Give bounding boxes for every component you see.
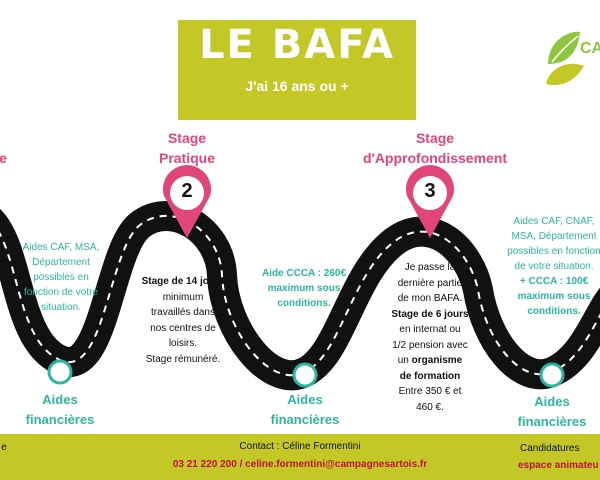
stage2-desc-line: nos centres de xyxy=(150,322,216,334)
stage3-desc-line: 1/2 pension avec xyxy=(392,339,468,351)
stage2-title-line2: Pratique xyxy=(158,150,215,166)
aides-marker-middle xyxy=(292,362,318,388)
aides-right-text: Aides CAF, CNAF, MSA, Département possib… xyxy=(500,214,600,319)
aides-right-line: de votre situation. xyxy=(514,261,594,272)
stage3-price: 460 €. xyxy=(416,401,444,413)
logo-text: CA xyxy=(580,40,600,57)
footer-left-partial: e xyxy=(1,442,7,453)
aides-right-bold: + CCCA : 100€ xyxy=(519,276,589,287)
aides-left-line: situation. xyxy=(40,302,82,313)
footer-espace-link[interactable]: espace animateu xyxy=(518,460,599,471)
logo: CA xyxy=(540,22,600,92)
aides-label-line2: financières xyxy=(25,412,95,427)
stage1-title-partial: e xyxy=(0,150,7,166)
page-subtitle: J'ai 16 ans ou + xyxy=(245,78,349,94)
stage3-title-line1: Stage xyxy=(415,130,455,146)
stage3-title: Stage d'Approfondissement xyxy=(360,128,510,168)
aides-label-line2: financières xyxy=(517,414,587,429)
stage3-desc-line: Je passe la xyxy=(404,262,456,273)
stage3-duration: Stage de 6 jours xyxy=(391,308,469,320)
stage3-price: Entre 350 € et xyxy=(398,386,462,397)
stage2-number: 2 xyxy=(181,180,193,202)
stage3-desc-word: un xyxy=(397,355,409,366)
stage2-desc-line: loisirs. xyxy=(168,338,198,349)
stage3-desc-line: dernière partie xyxy=(397,277,463,289)
stage3-desc-line: en internat ou xyxy=(399,324,461,335)
aides-mid-line: Aide CCCA : 260€ xyxy=(261,268,347,279)
stage2-desc-line: Stage rémunéré. xyxy=(145,353,221,365)
aides-label-line2: financières xyxy=(270,412,340,427)
aides-left-text: Aides CAF, MSA, Département possibles en… xyxy=(18,240,104,315)
stage3-pin-icon xyxy=(406,165,455,238)
aides-right-line: possibles en fonction xyxy=(507,246,600,257)
footer-contact: Contact : Céline Formentini xyxy=(239,441,361,452)
aides-right-line: Aides CAF, CNAF, xyxy=(513,216,595,227)
stage2-title-line1: Stage xyxy=(167,130,207,146)
aides-left-line: Aides CAF, MSA, xyxy=(22,242,100,253)
title-banner xyxy=(178,20,416,120)
aides-right-bold: conditions. xyxy=(527,306,581,317)
aides-label-left: Aides financières xyxy=(20,390,100,430)
stage3-desc-line: un organisme xyxy=(386,353,474,369)
stage2-title: Stage Pratique xyxy=(130,128,244,168)
aides-mid-line: conditions. xyxy=(277,298,331,309)
aides-label-right: Aides financières xyxy=(512,392,592,432)
stage3-title-line2: d'Approfondissement xyxy=(362,150,508,166)
stage2-desc-line: travaillés dans xyxy=(151,307,215,318)
aides-left-line: Département xyxy=(32,257,90,268)
stage3-number: 3 xyxy=(424,180,436,202)
aides-label-middle: Aides financières xyxy=(265,390,345,430)
aides-left-line: possibles en xyxy=(33,272,89,283)
aides-right-bold: maximum sous xyxy=(517,291,591,302)
aides-label-line1: Aides xyxy=(42,392,78,407)
footer-bar xyxy=(0,434,600,480)
stage2-duration: Stage de 14 jours xyxy=(141,276,225,287)
aides-right-line: MSA, Département xyxy=(511,231,597,242)
aides-left-line: fonction de votre xyxy=(24,287,98,298)
stage2-pin-icon xyxy=(163,165,212,238)
stage3-desc-line: de mon BAFA. xyxy=(397,293,463,304)
aides-label-line1: Aides xyxy=(534,394,570,409)
road-center-line xyxy=(0,214,600,377)
aides-marker-left xyxy=(47,359,73,385)
aides-label-line1: Aides xyxy=(287,392,323,407)
stage2-description: Stage de 14 jours minimum travaillés dan… xyxy=(140,274,226,367)
footer-phone-email[interactable]: 03 21 220 200 / celine.formentini@campag… xyxy=(172,459,428,470)
leaf-logo-icon xyxy=(546,31,584,86)
aides-mid-line: maximum sous xyxy=(267,283,341,294)
page-title: LE BAFA xyxy=(199,22,395,68)
stage3-description: Je passe la dernière partie de mon BAFA.… xyxy=(386,260,474,415)
footer-candidatures: Candidatures xyxy=(520,443,580,454)
aides-mid-text: Aide CCCA : 260€ maximum sous conditions… xyxy=(258,266,350,311)
aides-marker-right xyxy=(539,362,565,388)
stage3-org-line2: de formation xyxy=(399,370,461,382)
stage2-desc-line: minimum xyxy=(162,291,204,303)
stage3-org: organisme xyxy=(411,355,463,366)
